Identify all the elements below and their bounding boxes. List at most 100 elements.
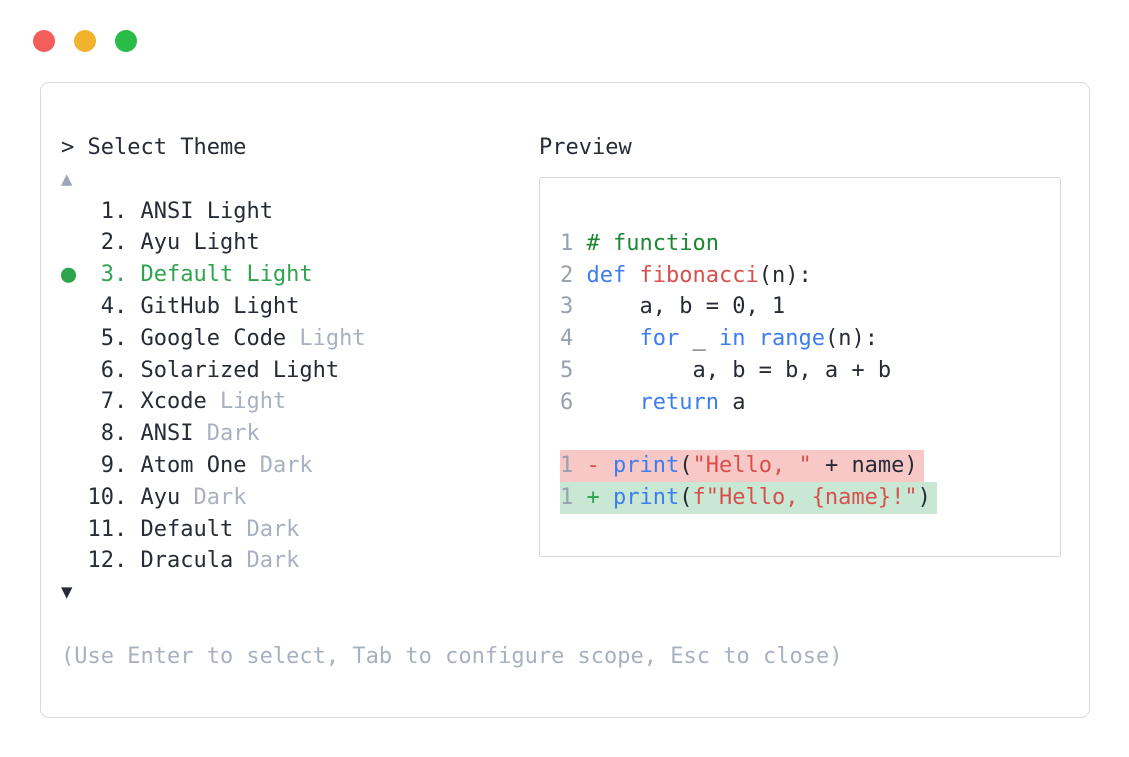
code-segment: 1 <box>560 453 587 479</box>
selection-marker <box>61 227 88 259</box>
code-segment <box>587 326 640 351</box>
theme-item-number: 10. <box>87 484 128 510</box>
maximize-button-icon[interactable] <box>115 30 137 52</box>
code-line-6: 6 return a <box>560 387 1050 419</box>
theme-item-number: 4. <box>100 293 128 319</box>
theme-item-number: 2. <box>100 230 128 256</box>
diff-del-highlight: 1 - print("Hello, " + name) <box>560 450 924 483</box>
code-line-9: 1 + print(f"Hello, {name}!") <box>560 482 1050 514</box>
code-segment: a, b = b, a + b <box>586 357 892 383</box>
theme-item-default-light[interactable]: 3.Default Light <box>61 259 539 291</box>
theme-item-variant: Dark <box>180 484 247 510</box>
selection-marker <box>61 386 88 418</box>
selection-marker <box>61 323 88 355</box>
theme-item-atom-one-dark[interactable]: 9. Atom One Dark <box>61 450 539 482</box>
code-line-4: 4 for _ in range(n): <box>560 323 1050 355</box>
theme-item-number: 12. <box>87 548 128 574</box>
code-segment: ) <box>917 485 931 511</box>
theme-item-number: 7. <box>100 389 128 415</box>
code-segment: (n): <box>758 262 812 288</box>
code-segment <box>745 326 758 351</box>
code-segment <box>587 390 640 415</box>
theme-item-variant: Dark <box>246 452 313 478</box>
selection-marker <box>61 291 88 323</box>
theme-item-name: Ayu <box>140 484 181 510</box>
theme-item-name: Ayu Light <box>140 230 260 256</box>
theme-item-ansi-light[interactable]: 1.ANSI Light <box>61 196 539 228</box>
theme-item-ayu-dark[interactable]: 10. Ayu Dark <box>61 482 539 514</box>
code-segment: 3 <box>560 294 587 320</box>
theme-item-number: 5. <box>100 325 128 351</box>
code-segment: # function <box>586 230 719 256</box>
code-segment: for <box>639 326 680 352</box>
code-line-3: 3 a, b = 0, 1 <box>560 291 1050 323</box>
code-segment: + name) <box>811 453 918 479</box>
theme-item-number: 9. <box>100 452 128 478</box>
code-segment: 1 <box>560 485 587 511</box>
code-segment: "Hello, " <box>692 453 812 479</box>
theme-item-name: Xcode <box>140 389 207 415</box>
close-button-icon[interactable] <box>33 30 55 52</box>
code-line-8: 1 - print("Hello, " + name) <box>560 450 1050 483</box>
triangle-up-icon: ▲ <box>61 167 73 190</box>
code-segment: in <box>718 326 746 352</box>
code-segment: return <box>639 389 719 415</box>
code-segment: a <box>718 389 746 415</box>
theme-item-name: Default <box>140 516 234 542</box>
theme-item-variant: Dark <box>233 548 300 574</box>
code-segment: 5 <box>560 357 587 383</box>
theme-item-variant: Dark <box>233 516 300 542</box>
theme-item-github-light[interactable]: 4. GitHub Light <box>61 291 539 323</box>
code-segment: + <box>586 485 613 511</box>
code-segment: 2 <box>560 262 587 288</box>
theme-item-variant: Dark <box>193 421 260 447</box>
theme-item-google-code-light[interactable]: 5.Google Code Light <box>61 323 539 355</box>
selection-marker <box>61 259 88 291</box>
triangle-down-icon: ▼ <box>61 581 73 604</box>
theme-item-number: 1. <box>100 198 128 224</box>
theme-item-default-dark[interactable]: 11.Default Dark <box>61 514 539 546</box>
theme-item-name: Atom One <box>140 452 247 478</box>
theme-item-xcode-light[interactable]: 7.Xcode Light <box>61 386 539 418</box>
scroll-down-indicator[interactable]: ▼ <box>61 577 539 609</box>
theme-item-ayu-light[interactable]: 2. Ayu Light <box>61 227 539 259</box>
selection-marker <box>61 355 88 387</box>
theme-item-name: Dracula <box>140 548 234 574</box>
code-segment: print <box>613 485 680 511</box>
theme-item-ansi-dark[interactable]: 8.ANSI Dark <box>61 418 539 450</box>
theme-item-dracula-dark[interactable]: 12. Dracula Dark <box>61 545 539 577</box>
code-segment: fibonacci <box>639 262 759 288</box>
code-segment <box>626 263 639 288</box>
code-segment: ( <box>679 485 693 511</box>
code-segment: ( <box>679 453 693 479</box>
scroll-up-indicator[interactable]: ▲ <box>61 164 539 196</box>
preview-label: Preview <box>539 135 632 160</box>
code-segment: print <box>613 453 680 479</box>
code-line-5: 5 a, b = b, a + b <box>560 355 1050 387</box>
diff-add-highlight: 1 + print(f"Hello, {name}!") <box>560 482 937 514</box>
hint-text: (Use Enter to select, Tab to configure s… <box>61 643 843 669</box>
selection-marker <box>61 418 88 450</box>
code-segment: _ <box>679 326 719 352</box>
theme-item-name: GitHub Light <box>140 293 300 319</box>
code-segment: 6 <box>560 389 587 415</box>
code-segment: range <box>758 326 825 352</box>
picker-prompt: > Select Theme <box>61 135 247 160</box>
code-line-1: 1 # function <box>560 228 1050 260</box>
minimize-button-icon[interactable] <box>74 30 96 52</box>
theme-item-name: Default Light <box>140 262 313 288</box>
selection-marker <box>61 514 88 546</box>
selection-marker <box>61 196 88 228</box>
theme-item-number: 6. <box>100 357 128 383</box>
code-segment: - <box>586 453 613 479</box>
selection-marker <box>61 450 88 482</box>
theme-item-solarized-light[interactable]: 6.Solarized Light <box>61 355 539 387</box>
code-segment: def <box>586 262 627 288</box>
window-controls <box>33 30 137 52</box>
code-segment: 1 <box>560 230 587 256</box>
